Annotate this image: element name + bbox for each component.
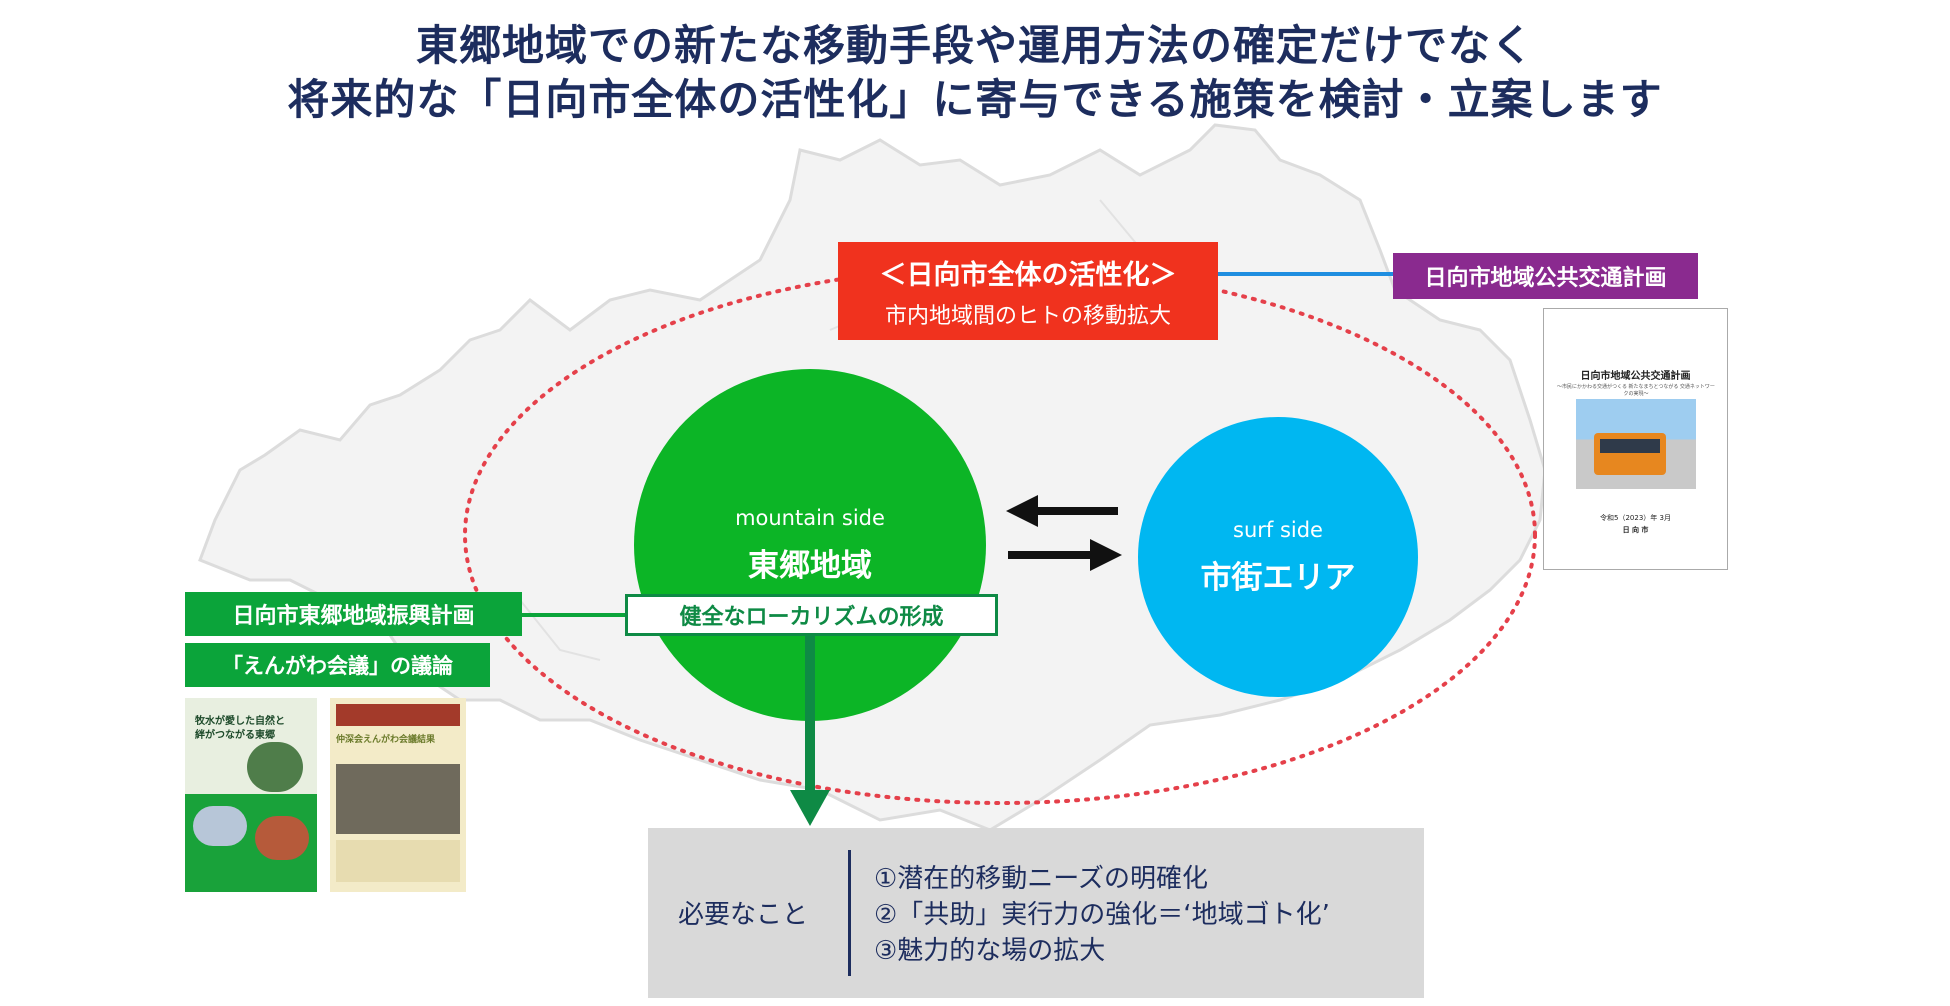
transport-plan-document: 日向市地域公共交通計画 〜市民にかかわる交通がつくる 新たなまちとつながる 交通… (1543, 308, 1728, 570)
needs-item-3: ③魅力的な場の拡大 (874, 936, 1106, 966)
public-transport-plan-text: 日向市地域公共交通計画 (1424, 266, 1667, 291)
bus-window (1600, 439, 1660, 453)
mountain-side-label: mountain side (735, 505, 885, 530)
doc-right-org: 日 向 市 (1622, 526, 1649, 534)
togo-promotion-plan-text: 日向市東郷地域振興計画 (232, 604, 475, 629)
down-arrow (790, 630, 830, 826)
engawa-meeting-label: 「えんがわ会議」の議論 (185, 643, 490, 687)
green-circle-mountain: mountain side 東郷地域 (634, 369, 986, 721)
doc-right-title: 日向市地域公共交通計画 (1580, 371, 1691, 382)
needs-item-1: ①潜在的移動ニーズの明確化 (874, 864, 1209, 894)
doc-left2-title: 仲深会えんがわ会議結果 (336, 735, 436, 745)
doc-left1-line1: 牧水が愛した自然と (195, 716, 285, 727)
doc-left2-text-block (336, 840, 460, 882)
togo-region-label: 東郷地域 (748, 547, 872, 584)
engawa-meeting-document: 仲深会えんがわ会議結果 (330, 698, 466, 892)
public-transport-plan-label: 日向市地域公共交通計画 (1393, 253, 1698, 299)
city-area-label: 市街エリア (1200, 559, 1356, 596)
doc-right-photo (1576, 399, 1696, 489)
needs-divider (848, 850, 851, 976)
needs-label: 必要なこと (678, 900, 809, 930)
waterfall-image (247, 742, 303, 792)
mountain-photo (193, 806, 247, 846)
blue-circle-surf: surf side 市街エリア (1138, 417, 1418, 697)
revitalization-box: ＜日向市全体の活性化＞ 市内地域間のヒトの移動拡大 (838, 242, 1218, 340)
healthy-localism-label: 健全なローカリズムの形成 (625, 594, 998, 636)
engawa-meeting-text: 「えんがわ会議」の議論 (222, 654, 453, 678)
bidirectional-arrows (1006, 495, 1122, 571)
togo-promotion-plan-label: 日向市東郷地域振興計画 (185, 592, 522, 636)
meeting-photo (336, 764, 460, 834)
surf-side-label: surf side (1233, 517, 1323, 542)
revitalization-heading: ＜日向市全体の活性化＞ (879, 259, 1177, 291)
doc-right-subtitle: 〜市民にかかわる交通がつくる 新たなまちとつながる 交通ネットワークの実現〜 (1557, 384, 1715, 397)
sunset-photo (255, 816, 309, 860)
dotted-ellipse (463, 265, 1537, 805)
healthy-localism-text: 健全なローカリズムの形成 (679, 605, 944, 630)
page-title-line-1: 東郷地域での新たな移動手段や運用方法の確定だけでなく (415, 21, 1534, 70)
revitalization-subheading: 市内地域間のヒトの移動拡大 (884, 303, 1171, 329)
page-title-line-2: 将来的な「日向市全体の活性化」に寄与できる施策を検討・立案します (287, 75, 1663, 124)
needs-item-2: ②「共助」実行力の強化＝‘地域ゴト化’ (874, 900, 1330, 930)
doc-right-date: 令和5（2023）年 3月 (1600, 514, 1671, 522)
doc-left2-header-bar (336, 704, 460, 726)
needs-box: 必要なこと ①潜在的移動ニーズの明確化 ②「共助」実行力の強化＝‘地域ゴト化’ … (648, 828, 1424, 998)
doc-left1-line2: 絆がつながる東郷 (195, 730, 275, 741)
togo-plan-document: 牧水が愛した自然と 絆がつながる東郷 (185, 698, 317, 892)
